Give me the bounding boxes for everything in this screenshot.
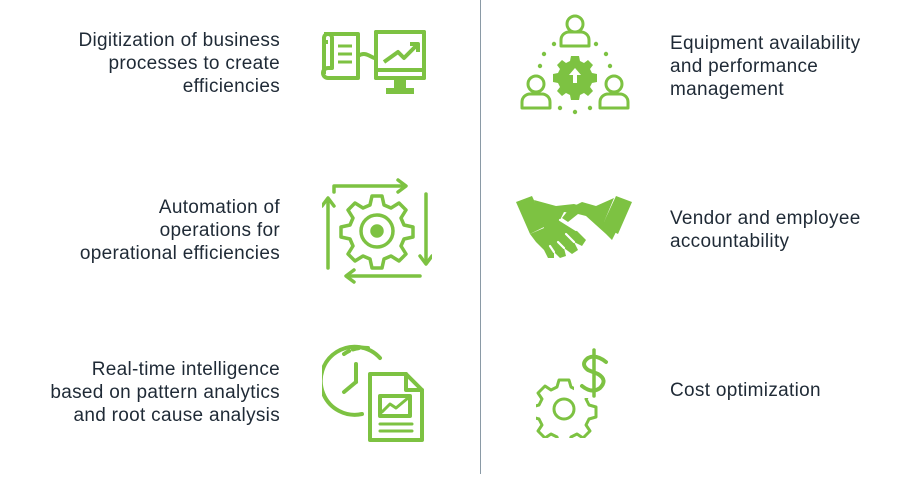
benefit-label-cost: Cost optimization (670, 379, 821, 402)
label-line: and performance (670, 56, 819, 77)
clock-report-icon (322, 344, 428, 442)
gear-cycle-icon (322, 178, 432, 284)
people-gear-icon (518, 12, 632, 116)
handshake-icon (516, 196, 632, 262)
label-line: operational efficiencies (79, 243, 280, 264)
label-line: Digitization of business (78, 30, 280, 51)
label-line: operations for (159, 220, 280, 241)
label-line: Cost optimization (670, 380, 821, 401)
label-line: Equipment availability (670, 33, 861, 54)
benefit-label-automation: Automation of operations for operational… (80, 196, 280, 265)
document-to-monitor-icon (318, 28, 430, 100)
center-divider (480, 0, 481, 474)
benefit-label-intelligence: Real-time intelligence based on pattern … (50, 358, 280, 427)
label-line: processes to create (108, 53, 280, 74)
gear-dollar-icon (536, 348, 616, 438)
label-line: management (670, 79, 784, 100)
benefit-label-digitization: Digitization of business processes to cr… (78, 29, 280, 98)
label-line: Automation of (158, 197, 280, 218)
label-line: efficiencies (182, 76, 280, 97)
label-line: Vendor and employee (670, 208, 861, 229)
benefit-label-equipment: Equipment availability and performance m… (670, 32, 860, 101)
label-line: accountability (670, 231, 790, 252)
label-line: based on pattern analytics (50, 382, 280, 403)
benefit-label-accountability: Vendor and employee accountability (670, 207, 861, 253)
label-line: Real-time intelligence (91, 359, 280, 380)
label-line: and root cause analysis (73, 405, 280, 426)
